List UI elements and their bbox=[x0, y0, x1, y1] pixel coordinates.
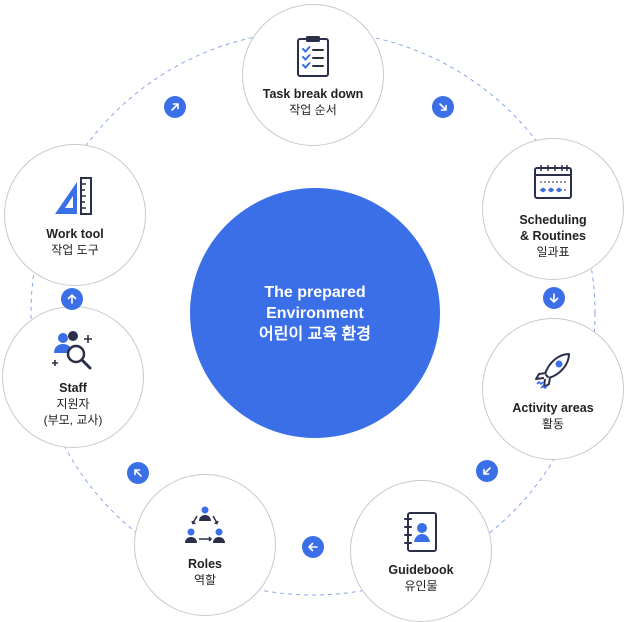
center-title-line1: The prepared bbox=[264, 283, 366, 301]
arrow-down-right-icon bbox=[432, 96, 454, 118]
people-cycle-icon bbox=[185, 506, 225, 543]
node-sublabel-line2: (부모, 교사) bbox=[43, 413, 103, 427]
node-roles: Roles 역할 bbox=[134, 474, 276, 616]
node-scheduling-routines: Scheduling & Routines 일과표 bbox=[482, 138, 624, 280]
node-work-tool: Work tool 작업 도구 bbox=[4, 144, 146, 286]
arrow-down-left-icon bbox=[476, 460, 498, 482]
arrow-up-icon bbox=[61, 288, 83, 310]
calendar-icon bbox=[534, 165, 572, 199]
node-sublabel: 작업 도구 bbox=[51, 243, 99, 257]
arrow-down-icon bbox=[543, 287, 565, 309]
ruler-triangle-icon bbox=[55, 177, 92, 215]
center-title-korean: 어린이 교육 환경 bbox=[259, 325, 371, 343]
node-label: Guidebook bbox=[388, 563, 454, 577]
node-label: Activity areas bbox=[512, 401, 594, 415]
node-sublabel: 일과표 bbox=[536, 245, 570, 259]
node-label: Roles bbox=[187, 557, 223, 571]
center-title-line2: Environment bbox=[266, 304, 364, 322]
node-label: Task break down bbox=[262, 87, 364, 101]
rocket-icon bbox=[535, 353, 570, 390]
node-task-break-down: Task break down 작업 순서 bbox=[242, 4, 384, 146]
node-sublabel: 역할 bbox=[193, 573, 217, 587]
node-label-line1: Scheduling bbox=[519, 213, 587, 227]
people-search-icon bbox=[52, 331, 92, 370]
arrow-left-icon bbox=[302, 536, 324, 558]
node-sublabel-line1: 지원자 bbox=[56, 397, 90, 411]
node-label-line2: & Routines bbox=[520, 229, 586, 243]
clipboard-checklist-icon bbox=[297, 36, 329, 77]
arrow-up-left-icon bbox=[127, 462, 149, 484]
node-sublabel: 작업 순서 bbox=[289, 103, 337, 117]
center-circle: The prepared Environment 어린이 교육 환경 bbox=[190, 188, 440, 438]
arrow-up-right-icon bbox=[164, 96, 186, 118]
node-label: Staff bbox=[59, 381, 87, 395]
address-book-icon bbox=[404, 512, 437, 552]
node-sublabel: 활동 bbox=[541, 417, 565, 431]
node-activity-areas: Activity areas 활동 bbox=[482, 318, 624, 460]
node-staff: Staff 지원자 (부모, 교사) bbox=[2, 306, 144, 448]
node-sublabel: 유인물 bbox=[404, 579, 438, 593]
node-label: Work tool bbox=[46, 227, 104, 241]
node-guidebook: Guidebook 유인물 bbox=[350, 480, 492, 622]
